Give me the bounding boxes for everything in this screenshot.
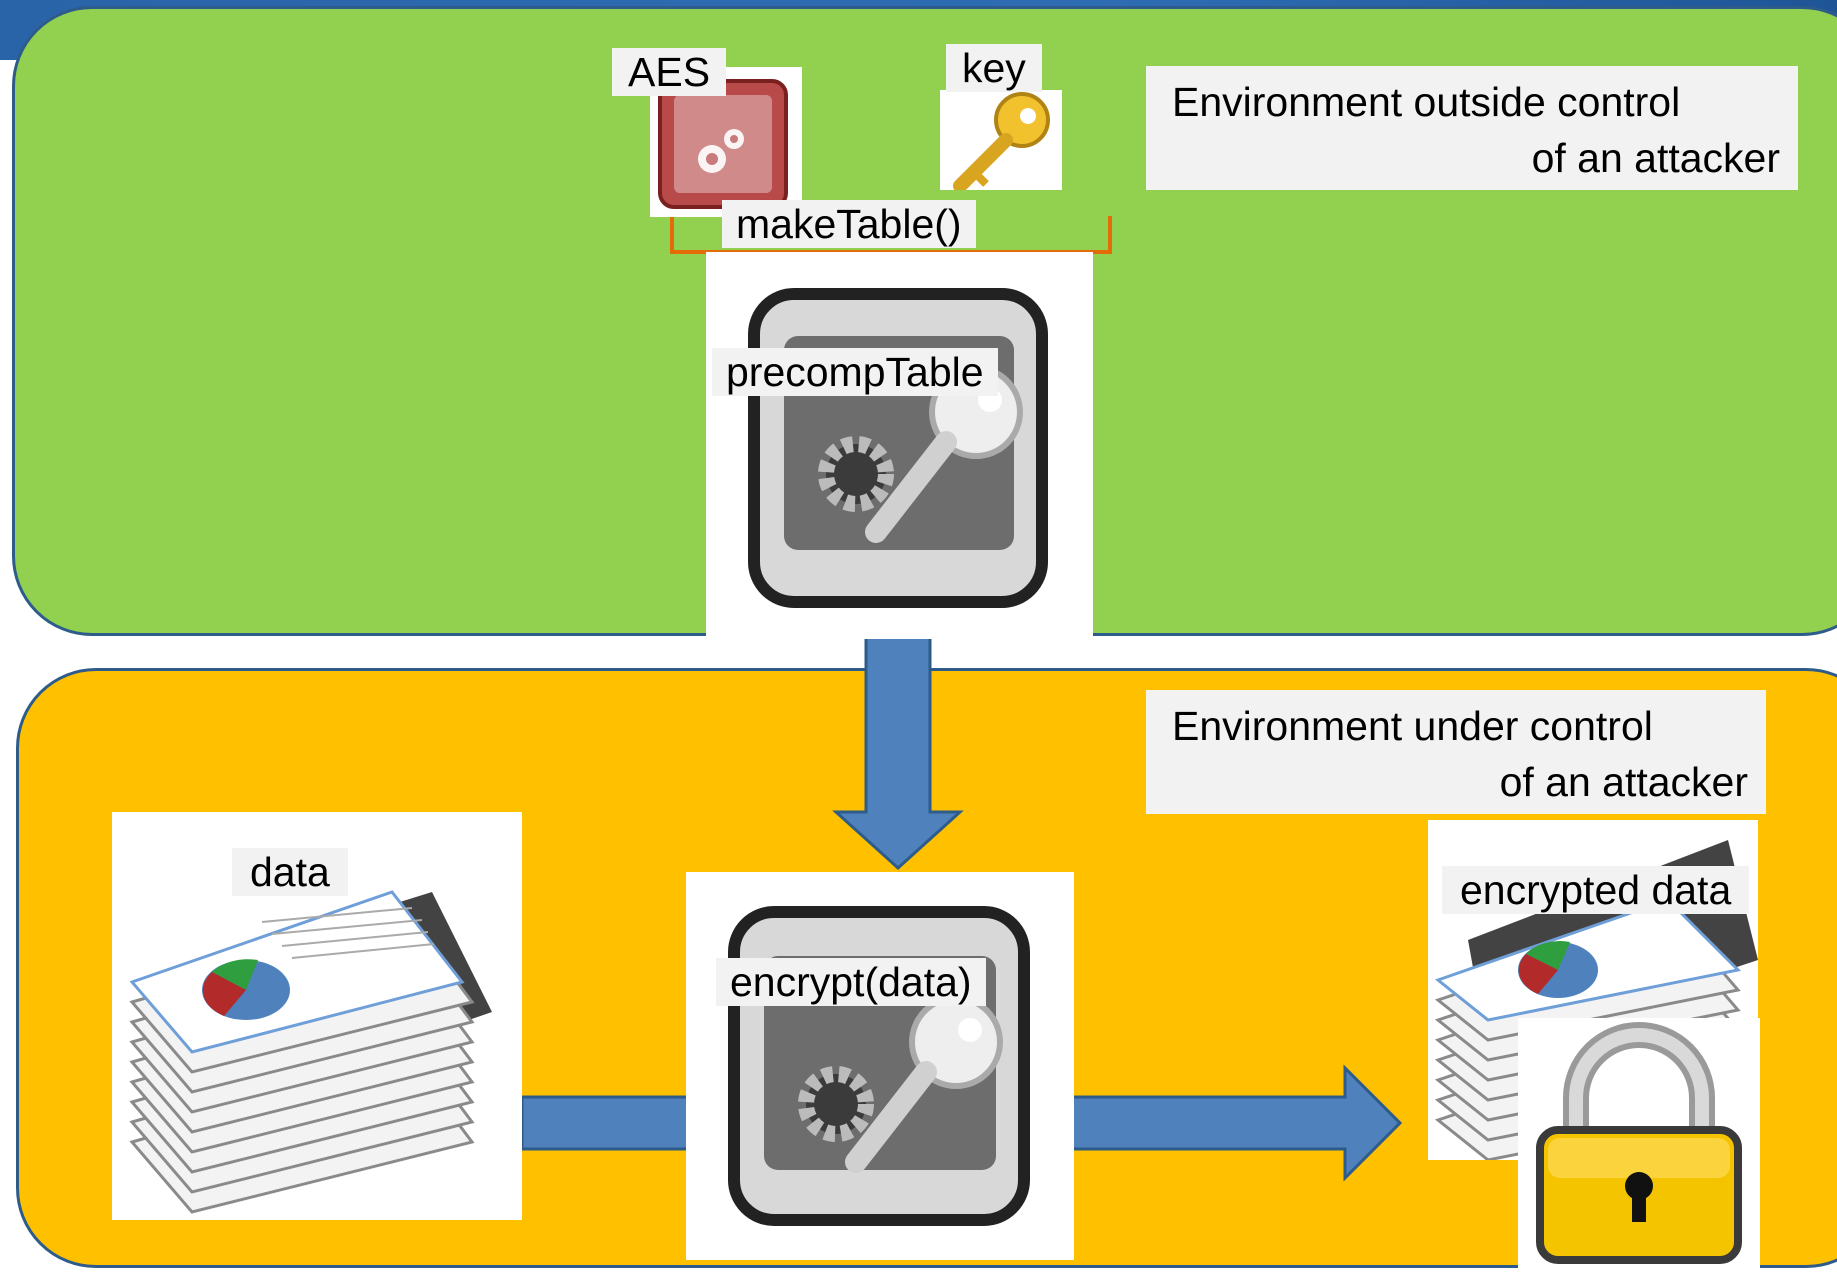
- encrypt-label: encrypt(data): [716, 958, 986, 1006]
- arrow-encrypt-to-encrypted: [1068, 1064, 1403, 1182]
- gold-key-icon: [953, 92, 1050, 193]
- untrusted-environment-note: Environment under control of an attacker: [1146, 690, 1766, 814]
- untrusted-environment-line2: of an attacker: [1499, 759, 1748, 805]
- encrypted-data-label: encrypted data: [1442, 866, 1750, 914]
- application-gears-icon: [658, 79, 788, 209]
- trusted-environment-line1: Environment outside control: [1172, 79, 1681, 125]
- arrow-data-to-encrypt: [520, 1095, 704, 1151]
- aes-label: AES: [612, 48, 727, 96]
- arrow-precomp-to-encrypt: [832, 606, 964, 871]
- untrusted-environment-line1: Environment under control: [1172, 703, 1653, 749]
- document-stack-pie-chart-icon: [129, 890, 492, 1214]
- encrypt-box: [686, 872, 1074, 1260]
- data-label: data: [232, 848, 348, 896]
- trusted-environment-note: Environment outside control of an attack…: [1146, 66, 1798, 190]
- key-icon-box: [940, 90, 1062, 193]
- precomp-table-label: precompTable: [712, 348, 998, 396]
- key-label: key: [946, 44, 1042, 92]
- keychain-utility-icon: [728, 906, 1030, 1226]
- keychain-utility-icon: [748, 288, 1048, 608]
- trusted-environment-line2: of an attacker: [1531, 135, 1780, 181]
- data-box: [112, 812, 522, 1220]
- lock-box: [1518, 1018, 1760, 1268]
- make-table-label: makeTable(): [722, 200, 976, 248]
- padlock-icon: [1536, 1022, 1742, 1264]
- precomp-table-box: [706, 252, 1093, 639]
